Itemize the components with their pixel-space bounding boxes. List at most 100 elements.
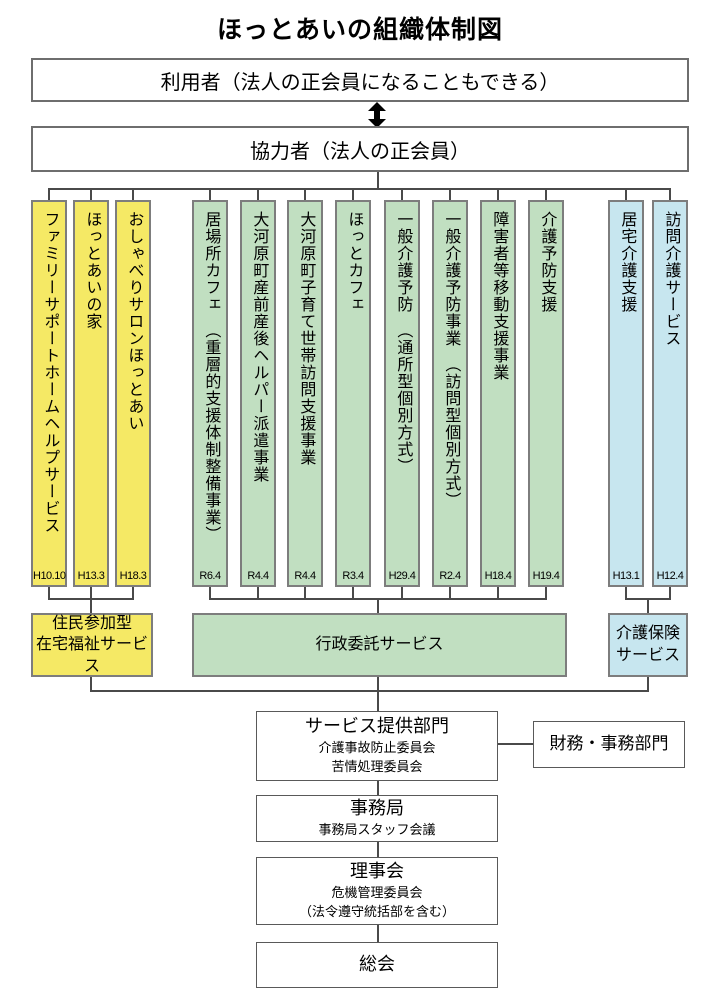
finance-admin-dept-box: 財務・事務部門 <box>533 721 685 768</box>
connector <box>377 598 379 613</box>
connector <box>497 587 499 600</box>
dept-subline: 介護事故防止委員会 <box>318 739 436 755</box>
group-box-line: 在宅福祉サービス <box>35 636 148 675</box>
column-label: おしゃべりサロンほっとあい <box>125 211 143 432</box>
column-label: 一般介護予防 （通所型個別方式） <box>394 211 412 475</box>
dept-title: サービス提供部門 <box>305 716 449 737</box>
connector <box>497 188 499 200</box>
column-label: 大河原町産前産後ヘルパー派遣事業 <box>250 211 268 483</box>
care-insurance-services-box: 介護保険 サービス <box>608 613 688 677</box>
dept-title: 総会 <box>359 954 395 975</box>
column-label: ほっとカフェ <box>345 211 363 313</box>
connector <box>48 188 50 200</box>
column-start-date: H13.3 <box>77 570 105 582</box>
two-way-arrow-icon <box>368 102 386 128</box>
connector <box>647 677 649 692</box>
connector <box>209 188 211 200</box>
connector <box>352 587 354 600</box>
group-box-line: 介護保険 <box>615 625 680 643</box>
program-column-general-prevention-homon: 一般介護予防事業 （訪問型個別方式） R2.4 <box>432 200 468 587</box>
connector <box>669 188 671 200</box>
connector <box>209 587 211 600</box>
dept-subline: （法令遵守統括部を含む） <box>298 903 455 919</box>
program-column-helper-dispatch: 大河原町産前産後ヘルパー派遣事業 R4.4 <box>240 200 276 587</box>
connector <box>90 677 92 692</box>
column-start-date: H29.4 <box>388 570 416 582</box>
group-box-line: サービス <box>615 647 680 664</box>
program-column-home-care-support: 居宅介護支援 H13.1 <box>608 200 644 587</box>
connector <box>625 587 627 600</box>
program-column-general-prevention-tsusho: 一般介護予防 （通所型個別方式） H29.4 <box>384 200 420 587</box>
program-column-care-prevention-support: 介護予防支援 H19.4 <box>528 200 564 587</box>
connector <box>449 188 451 200</box>
group-box-line: 行政委託サービス <box>315 636 444 654</box>
connector <box>48 188 671 190</box>
connector <box>498 743 533 745</box>
connector <box>352 188 354 200</box>
users-box-label: 利用者（法人の正会員になることもできる） <box>160 71 560 94</box>
column-label: 介護予防支援 <box>538 211 556 313</box>
connector <box>377 172 379 190</box>
resident-participation-services-box: 住民参加型 在宅福祉サービス <box>31 613 153 677</box>
connector <box>90 188 92 200</box>
program-column-salon: おしゃべりサロンほっとあい H18.3 <box>115 200 151 587</box>
board-of-directors-box: 理事会 危機管理委員会 （法令遵守統括部を含む） <box>256 857 498 925</box>
program-column-ibasho-cafe: 居場所カフェ （重層的支援体制整備事業） R6.4 <box>192 200 228 587</box>
connector <box>449 587 451 600</box>
dept-title: 事務局 <box>350 798 404 819</box>
service-provision-dept-box: サービス提供部門 介護事故防止委員会 苦情処理委員会 <box>256 711 498 781</box>
connector <box>304 188 306 200</box>
connector <box>377 781 379 795</box>
connector <box>132 188 134 200</box>
connector <box>625 188 627 200</box>
program-column-hotai-house: ほっとあいの家 H13.3 <box>73 200 109 587</box>
connector <box>377 925 379 942</box>
column-start-date: H13.1 <box>612 570 640 582</box>
program-column-family-support: ファミリーサポートホームヘルプサービス H10.10 <box>31 200 67 587</box>
connector <box>545 587 547 600</box>
general-meeting-box: 総会 <box>256 942 498 988</box>
page-title: ほっとあいの組織体制図 <box>216 16 503 44</box>
connector <box>401 587 403 600</box>
program-column-hot-cafe: ほっとカフェ R3.4 <box>335 200 371 587</box>
column-label: 障害者等移動支援事業 <box>490 211 508 381</box>
dept-subline: 事務局スタッフ会議 <box>318 821 436 837</box>
supporters-box-label: 協力者（法人の正会員） <box>250 140 470 163</box>
column-start-date: H10.10 <box>33 570 66 582</box>
program-column-mobility-support: 障害者等移動支援事業 H18.4 <box>480 200 516 587</box>
connector <box>545 188 547 200</box>
secretariat-box: 事務局 事務局スタッフ会議 <box>256 795 498 842</box>
connector <box>401 188 403 200</box>
dept-subline: 危機管理委員会 <box>331 884 423 900</box>
column-label: 一般介護予防事業 （訪問型個別方式） <box>442 211 460 509</box>
connector <box>304 587 306 600</box>
dept-subline: 苦情処理委員会 <box>331 758 423 774</box>
column-start-date: R4.4 <box>247 570 269 582</box>
government-contract-services-box: 行政委託サービス <box>192 613 567 677</box>
connector <box>257 188 259 200</box>
column-start-date: H18.4 <box>484 570 512 582</box>
connector <box>90 690 649 692</box>
group-box-line: 住民参加型 <box>51 614 132 632</box>
program-column-childcare-visit: 大河原町子育て世帯訪問支援事業 R4.4 <box>287 200 323 587</box>
connector <box>48 587 50 600</box>
dept-title: 理事会 <box>350 861 404 882</box>
column-start-date: H12.4 <box>656 570 684 582</box>
program-column-visiting-care: 訪問介護サービス H12.4 <box>652 200 688 587</box>
dept-title: 財務・事務部門 <box>549 734 669 754</box>
connector <box>90 587 92 600</box>
column-label: 居宅介護支援 <box>618 211 636 313</box>
connector <box>257 587 259 600</box>
supporters-box: 協力者（法人の正会員） <box>31 126 689 172</box>
column-label: 居場所カフェ （重層的支援体制整備事業） <box>202 211 220 543</box>
column-label: 訪問介護サービス <box>662 211 680 347</box>
connector <box>132 587 134 600</box>
users-box: 利用者（法人の正会員になることもできる） <box>31 58 689 102</box>
column-label: 大河原町子育て世帯訪問支援事業 <box>297 211 315 466</box>
connector <box>377 842 379 857</box>
connector <box>669 587 671 600</box>
column-start-date: H18.3 <box>119 570 147 582</box>
column-start-date: H19.4 <box>532 570 560 582</box>
column-start-date: R3.4 <box>342 570 364 582</box>
